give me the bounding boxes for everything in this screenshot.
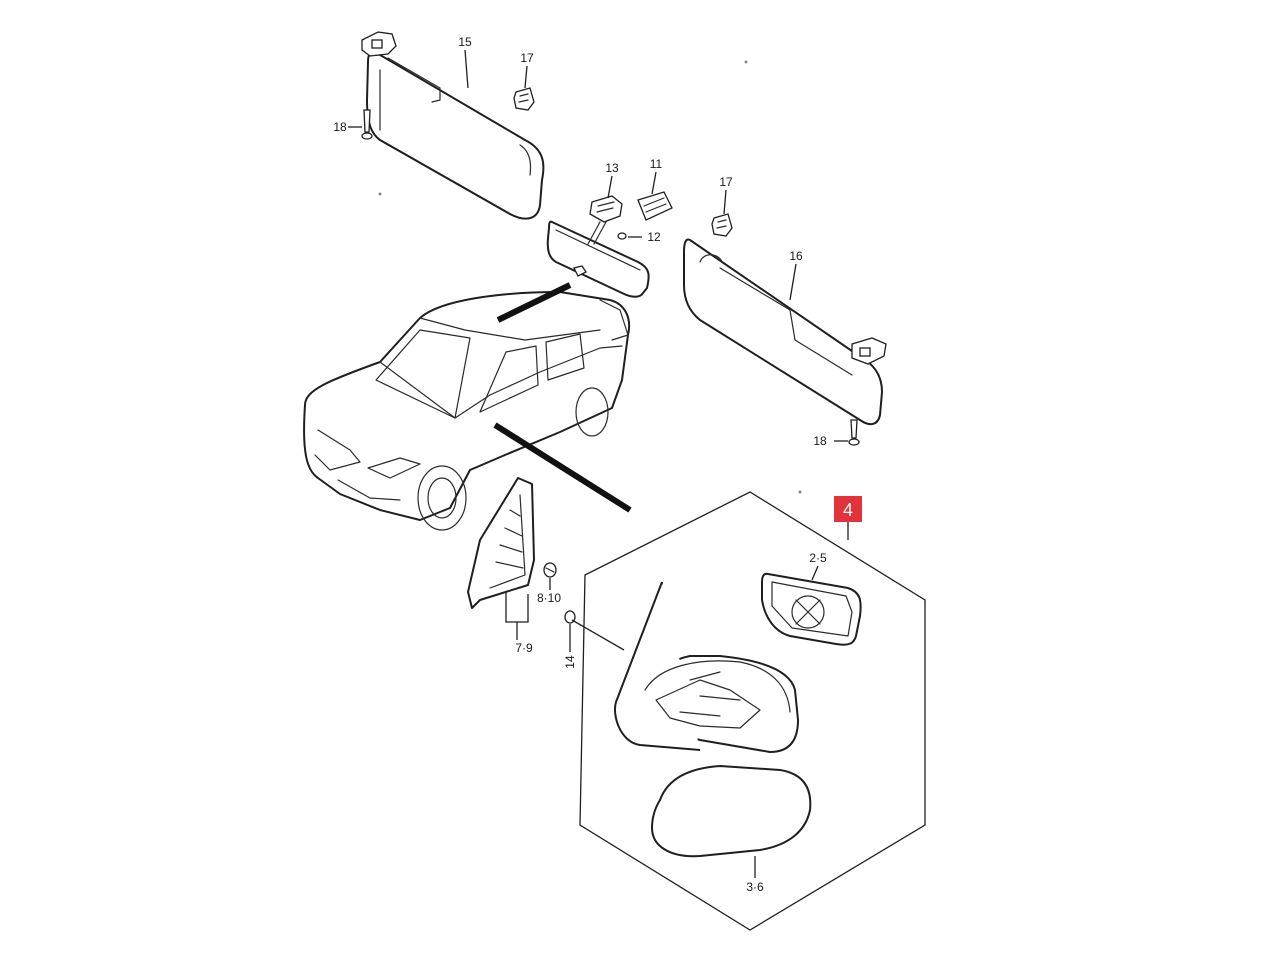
leader-car-to-door-mirror [493, 422, 632, 513]
label-3-6: 3·6 [746, 880, 764, 894]
label-18a: 18 [333, 120, 347, 134]
leader-17b [723, 189, 727, 215]
mirror-mount-13 [587, 195, 623, 245]
callout-box [834, 496, 862, 522]
clip-17-left [513, 87, 535, 111]
label-16: 16 [789, 249, 803, 263]
leader-13 [607, 175, 613, 199]
label-2-5: 2·5 [809, 551, 827, 565]
mirror-glass [761, 572, 862, 646]
leader-15 [464, 49, 469, 89]
cover-11 [637, 191, 673, 221]
speck [798, 490, 802, 494]
car-outline-icon [303, 291, 630, 531]
assembly-frame [579, 491, 926, 931]
rearview-mirror [546, 220, 650, 298]
callout-label: 4 [843, 500, 853, 520]
leader-25 [811, 565, 819, 581]
screw-18-right [848, 419, 860, 446]
speck [378, 192, 382, 196]
mirror-cover [651, 765, 812, 858]
label-18b: 18 [813, 434, 827, 448]
label-13: 13 [605, 161, 619, 175]
nut-8-10 [543, 562, 557, 578]
speck [744, 60, 748, 64]
leader-79 [505, 592, 529, 640]
screw-12 [617, 232, 627, 240]
leader-17a [524, 65, 528, 89]
leader-car-to-mirror [496, 282, 572, 323]
label-14: 14 [563, 655, 577, 669]
sun-visor-right [683, 238, 887, 426]
leader-11 [651, 171, 657, 195]
door-mirror-icon [614, 581, 799, 753]
screw-18-left [361, 109, 373, 140]
label-8-10: 8·10 [537, 591, 561, 605]
label-17b: 17 [719, 175, 733, 189]
clip-17-right [711, 213, 733, 237]
leader-16 [789, 263, 797, 301]
label-11: 11 [650, 157, 663, 171]
mirror-garnish [467, 477, 535, 609]
label-12: 12 [647, 230, 661, 244]
label-15: 15 [458, 35, 472, 49]
label-7-9: 7·9 [515, 641, 533, 655]
label-17a: 17 [520, 51, 534, 65]
leader-glass-to-housing [571, 619, 625, 651]
sun-visor-left [361, 31, 545, 220]
